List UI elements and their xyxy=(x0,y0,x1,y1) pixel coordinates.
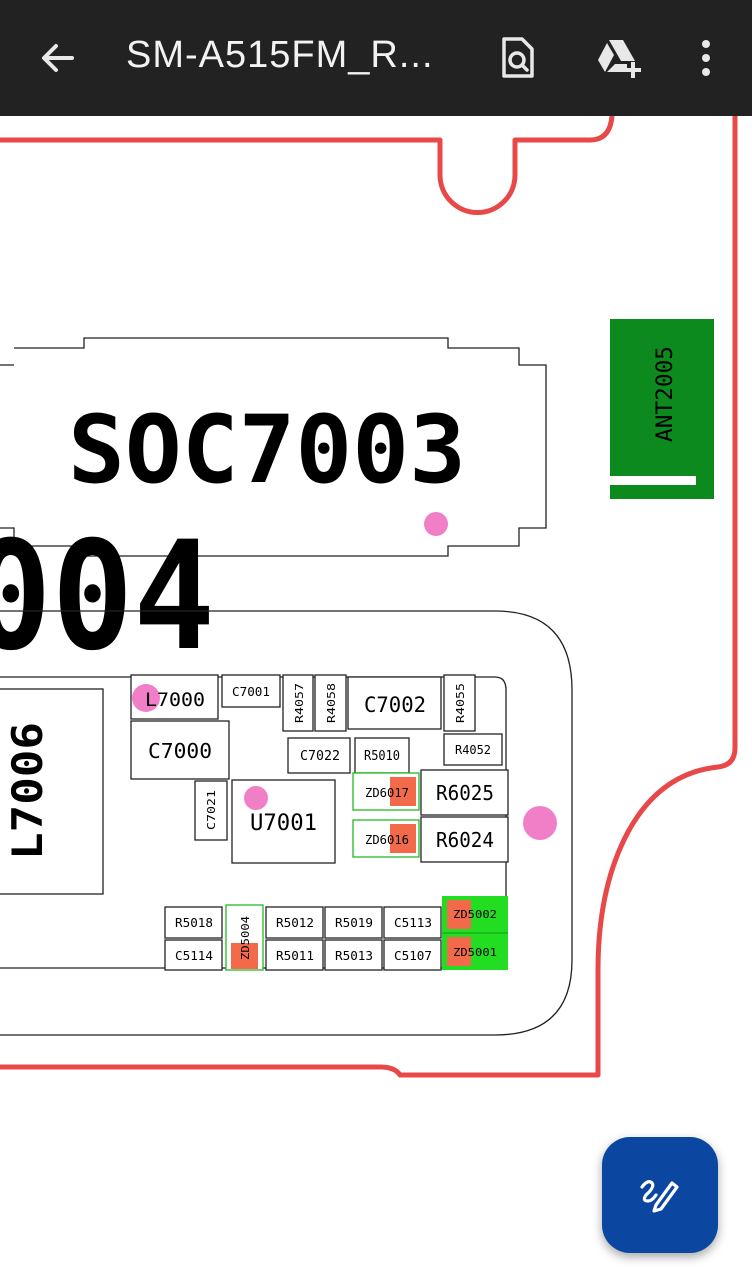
C7022-label: C7022 xyxy=(300,749,340,764)
ANT2005-pad xyxy=(610,319,714,499)
back-arrow-icon xyxy=(42,44,74,72)
soc-outline xyxy=(0,337,547,557)
ZD6016-label: ZD6016 xyxy=(365,833,409,847)
back-button[interactable] xyxy=(28,28,88,88)
C7002-label: C7002 xyxy=(364,693,426,717)
R5011-label: R5011 xyxy=(276,949,314,963)
R6024-label: R6024 xyxy=(436,828,494,852)
more-vert-icon xyxy=(702,40,710,76)
edit-pen-icon xyxy=(640,1180,679,1213)
annotate-fab[interactable] xyxy=(602,1137,718,1253)
ANT2005-label: ANT2005 xyxy=(653,346,678,442)
more-options-button[interactable] xyxy=(676,28,736,88)
C5114-label: C5114 xyxy=(175,949,213,963)
board-outline xyxy=(0,116,738,1078)
L7006-outline xyxy=(0,688,104,895)
C7001-label: C7001 xyxy=(232,685,270,699)
R4057-label: R4057 xyxy=(293,683,306,723)
top-app-bar: SM-A515FM_R... xyxy=(0,0,752,116)
C5113-label: C5113 xyxy=(394,916,432,930)
zener-pads xyxy=(231,777,471,969)
R5012-label: R5012 xyxy=(276,916,314,930)
add-to-drive-button[interactable] xyxy=(588,28,648,88)
test-point-markers xyxy=(132,512,557,840)
component-boxes xyxy=(130,674,509,971)
search-document-button[interactable] xyxy=(488,28,548,88)
R4055-label: R4055 xyxy=(454,683,467,723)
ZD6017-label: ZD6017 xyxy=(365,786,409,800)
drive-add-icon xyxy=(598,40,641,78)
ZD5002-label: ZD5002 xyxy=(453,908,497,921)
board-diagram[interactable]: SOC7003 004 L7006 ANT2005 xyxy=(0,116,752,1280)
search-document-icon xyxy=(502,37,534,78)
L7000-label: L7000 xyxy=(145,689,205,711)
C7021-label: C7021 xyxy=(205,790,218,830)
soc-label: SOC7003 xyxy=(68,396,466,505)
R5019-label: R5019 xyxy=(335,916,373,930)
C5107-label: C5107 xyxy=(394,949,432,963)
R6025-label: R6025 xyxy=(436,781,494,805)
ZD5001-label: ZD5001 xyxy=(453,946,497,959)
R5010-label: R5010 xyxy=(364,749,400,764)
L7006-label: L7006 xyxy=(3,722,52,860)
R5018-label: R5018 xyxy=(175,916,213,930)
partial-component-label: 004 xyxy=(0,510,215,684)
region-outline xyxy=(0,610,573,1036)
U7001-label: U7001 xyxy=(250,811,317,836)
R4058-label: R4058 xyxy=(325,683,338,723)
R5013-label: R5013 xyxy=(335,949,373,963)
document-title: SM-A515FM_R... xyxy=(126,34,434,76)
component-labels: L7000 C7001 R4057 R4058 C7002 R4055 C700… xyxy=(145,683,497,963)
R4052-label: R4052 xyxy=(455,743,491,757)
ZD5004-label: ZD5004 xyxy=(239,916,252,960)
ANT2005-pin1-marker xyxy=(610,476,696,485)
C7000-label: C7000 xyxy=(148,739,212,763)
